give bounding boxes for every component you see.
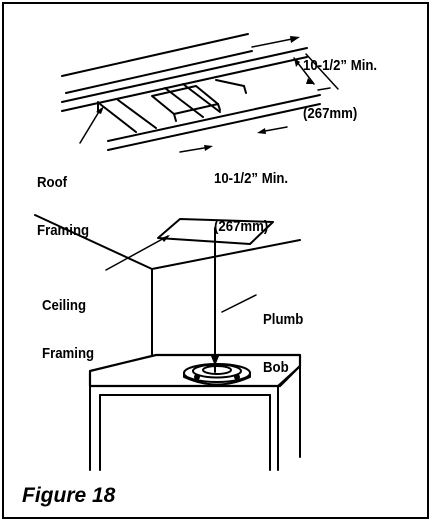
arrowheads [96,36,314,366]
roof-framing-label: Roof Framing [37,143,89,255]
ceiling-framing-leader [105,235,169,271]
ceiling-line-left [34,214,153,270]
top-dimension-text: 10-1/2” Min. [303,57,378,74]
ceiling-line-right [151,239,301,270]
roof-framing-text-2: Framing [37,222,90,239]
fireplace-box [88,353,302,471]
plumb-bob-label: Plumb Bob [263,280,303,392]
vent-collar [183,363,251,386]
ceiling-framing-label: Ceiling Framing [42,266,94,378]
top-dimension-metric: (267mm) [303,105,358,122]
ceiling-opening [157,218,274,245]
ceiling-framing-text-2: Framing [42,345,95,362]
ceiling-framing-text-1: Ceiling [42,297,87,314]
mid-dimension-text: 10-1/2” Min. [214,170,289,187]
mid-dimension-lines [179,126,288,153]
roof-framing-joists [99,79,247,133]
plumb-bob-text-1: Plumb [263,311,304,328]
top-dimension-label: 10-1/2” Min. (267mm) [303,26,377,138]
roof-framing-upper-beam [61,33,253,94]
roof-framing-lower-beam [61,47,308,112]
plumb-bob-leader [221,294,257,313]
mid-dimension-label: 10-1/2” Min. (267mm) [214,139,288,251]
roof-framing-bottom-beam [107,94,321,151]
figure-caption: Figure 18 [22,484,116,507]
roof-framing-leader [79,109,101,144]
roof-framing-text-1: Roof [37,174,68,191]
top-dimension-lines [251,38,339,91]
plumb-bob-text-2: Bob [263,359,289,376]
mid-dimension-metric: (267mm) [214,218,269,235]
